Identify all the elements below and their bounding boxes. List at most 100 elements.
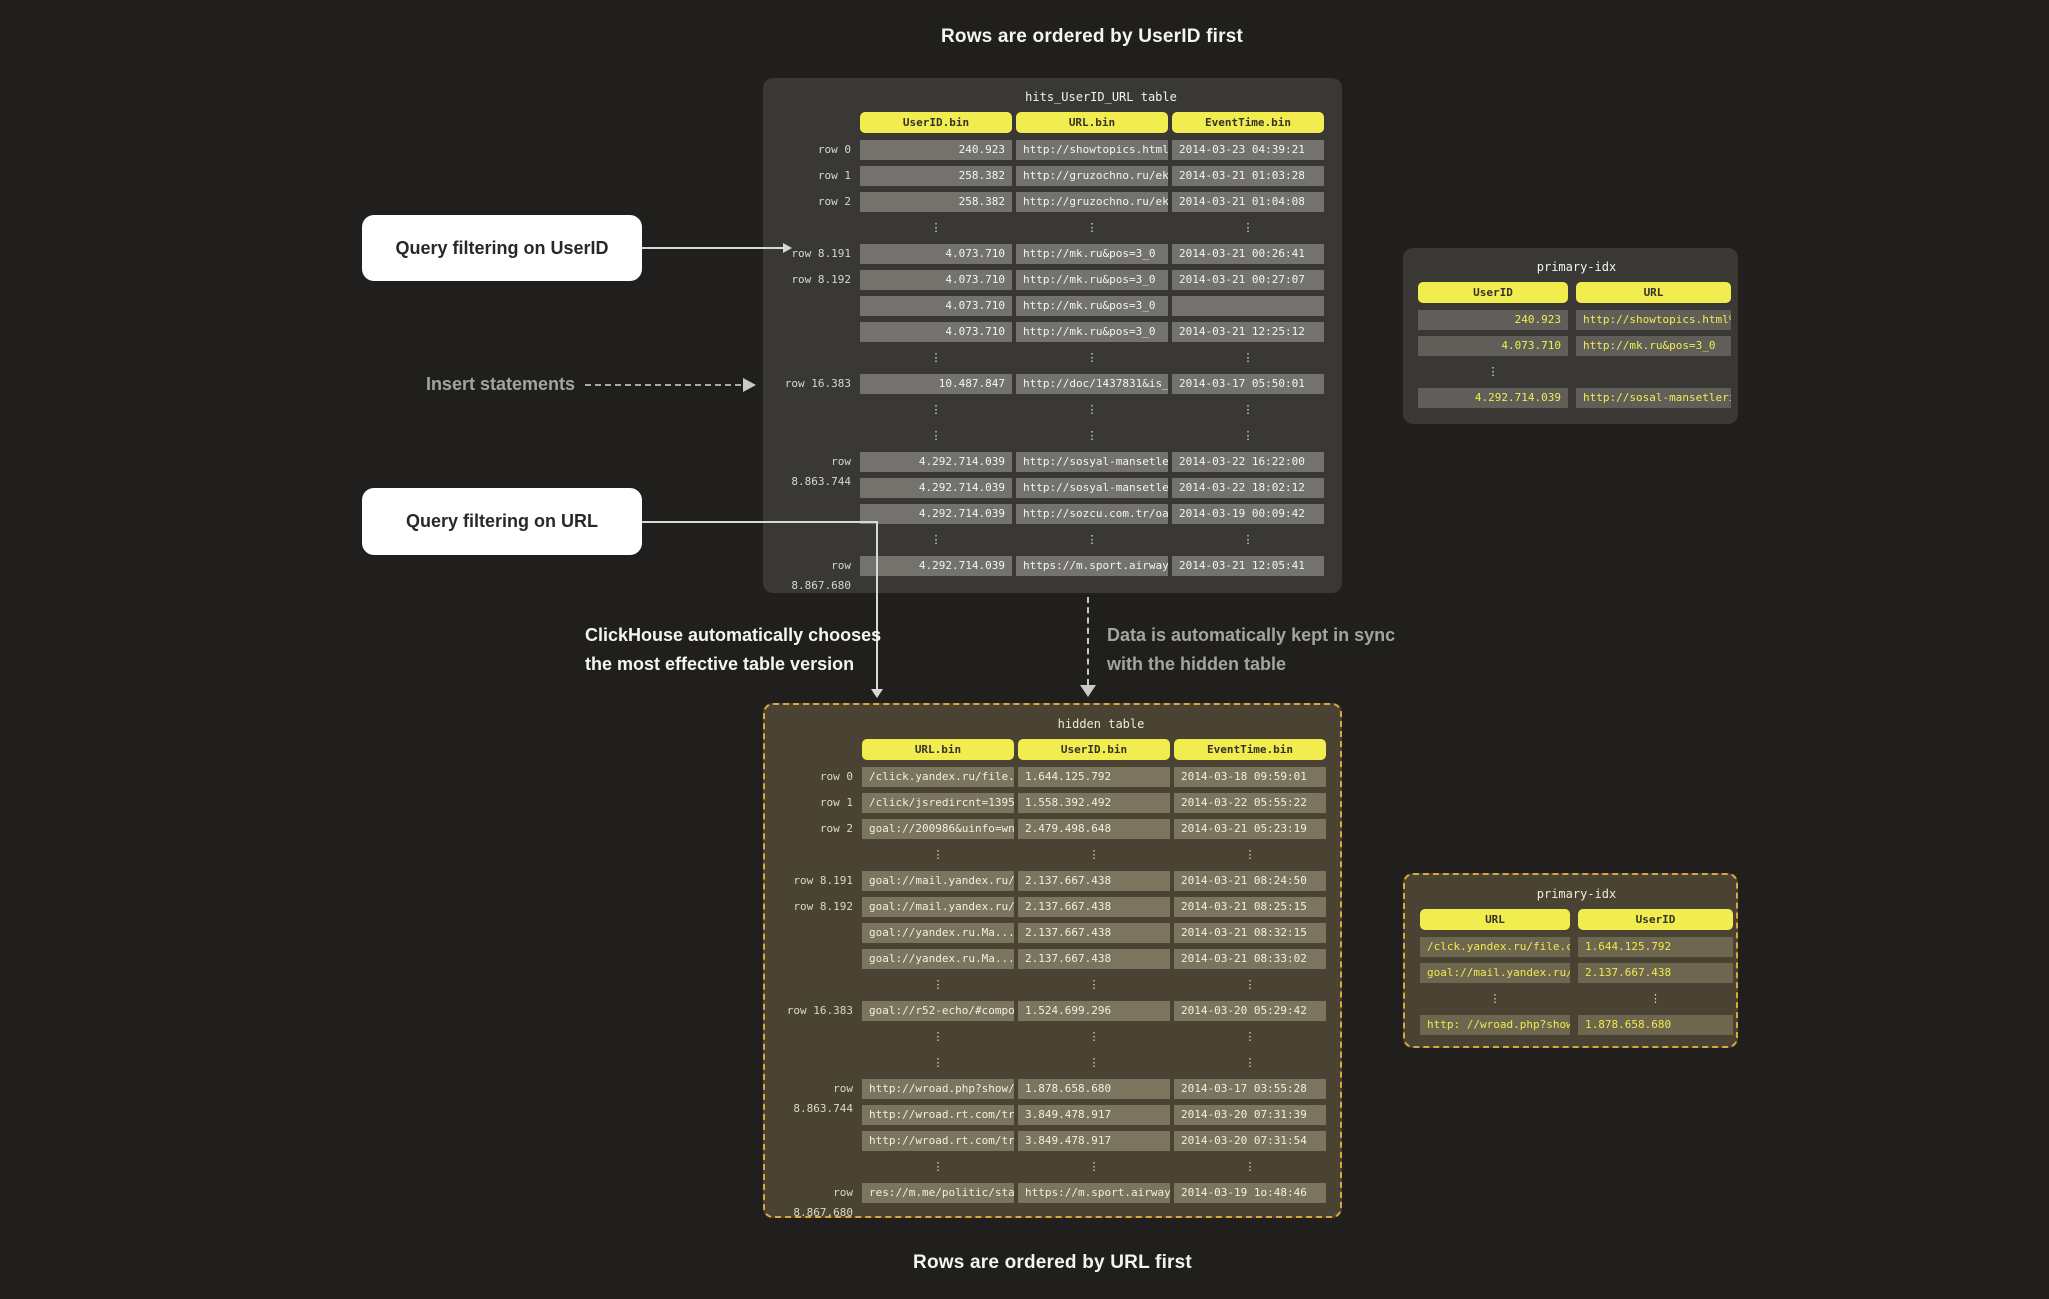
table-cell: 2014-03-20 07:31:39 xyxy=(1174,1105,1326,1125)
table-cell: goal://yandex.ru.Ma... xyxy=(862,949,1014,969)
table-cell: goal://mail.yandex.ru/Ma... xyxy=(862,871,1014,891)
table-row: row 8.192goal://mail.yandex.ru/Ma...2.13… xyxy=(771,897,1340,917)
table-cell: 10.487.847 xyxy=(860,374,1012,394)
row-label: row 16.383 xyxy=(786,1004,853,1017)
ellipsis-row: ⋮⋮⋮ xyxy=(769,218,1342,238)
row-label: row 8.192 xyxy=(791,273,851,286)
table-cell: goal://mail.yandex.ru/Ma... xyxy=(1420,963,1570,983)
table-cell: /clck.yandex.ru/file.com... xyxy=(1420,937,1570,957)
table-cell: 1.878.658.680 xyxy=(1578,1015,1733,1035)
table-cell: 4.073.710 xyxy=(860,244,1012,264)
table-cell: goal://200986&uinfo=wn-1... xyxy=(862,819,1014,839)
table-cell: 2014-03-21 08:33:02 xyxy=(1174,949,1326,969)
table-cell: 2014-03-21 00:27:07 xyxy=(1172,270,1324,290)
row-label: row 8.863.744 xyxy=(791,455,851,488)
table-cell: http://wroad.rt.com/tr/... xyxy=(862,1131,1014,1151)
column-header: EventTime.bin xyxy=(1172,112,1324,133)
ellipsis: ⋮ xyxy=(1489,992,1501,1005)
clickhouse-chooses-line2: the most effective table version xyxy=(585,654,855,674)
ellipsis-row: ⋮⋮⋮ xyxy=(771,1053,1340,1073)
row-label xyxy=(771,1105,862,1125)
row-label xyxy=(769,400,860,420)
row-label: row 8.192 xyxy=(793,900,853,913)
table-cell: 1.524.699.296 xyxy=(1018,1001,1170,1021)
row-label xyxy=(1409,336,1418,356)
query-filtering-url-text: Query filtering on URL xyxy=(405,511,598,531)
table-cell: goal://r52-echo/#compose... xyxy=(862,1001,1014,1021)
table-row: 4.292.714.039http://sosyal-mansetleri...… xyxy=(769,478,1342,498)
column-header: UserID.bin xyxy=(1018,739,1170,760)
row-label: row 8.867.680 xyxy=(793,1186,853,1219)
column-header: UserID xyxy=(1578,909,1733,930)
table-cell: 2014-03-22 18:02:12 xyxy=(1172,478,1324,498)
table-cell: http://showtopics.html%3... xyxy=(1576,310,1731,330)
table-cell: res://m.me/politic/stati... xyxy=(862,1183,1014,1203)
top-title: Rows are ordered by UserID first xyxy=(940,26,1244,47)
table-cell: /click/jsredircnt=1395412... xyxy=(862,793,1014,813)
row-label xyxy=(769,322,860,342)
query-userid-arrowhead-icon xyxy=(783,243,792,253)
row-label: row 2 xyxy=(817,195,851,208)
row-label xyxy=(1411,963,1420,983)
row-label: row 2 xyxy=(819,822,853,835)
table-row: row 0240.923http://showtopics.html%3...2… xyxy=(769,140,1342,160)
table-cell: goal://mail.yandex.ru/Ma... xyxy=(862,897,1014,917)
ellipsis: ⋮ xyxy=(932,1160,944,1173)
row-label xyxy=(769,426,860,446)
table-cell: http://mk.ru&pos=3_0 xyxy=(1016,296,1168,316)
ellipsis: ⋮ xyxy=(1086,429,1098,442)
table-title: primary-idx xyxy=(1536,260,1617,274)
row-label xyxy=(1409,388,1418,408)
table-row: http://wroad.rt.com/tr/...3.849.478.9172… xyxy=(771,1131,1340,1151)
table-cell: http://gruzochno.ru/ekat... xyxy=(1016,166,1168,186)
table-row: row 2goal://200986&uinfo=wn-1...2.479.49… xyxy=(771,819,1340,839)
table-cell: http://mk.ru&pos=3_0 xyxy=(1016,244,1168,264)
ellipsis-row: ⋮⋮⋮ xyxy=(771,975,1340,995)
ellipsis-row: ⋮ xyxy=(1409,362,1738,382)
table-cell: 4.292.714.039 xyxy=(860,556,1012,576)
row-label xyxy=(769,296,860,316)
row-label xyxy=(769,478,860,498)
table-cell: 2.137.667.438 xyxy=(1018,871,1170,891)
table-cell: http://wroad.rt.com/tr/... xyxy=(862,1105,1014,1125)
row-label: row 8.863.744 xyxy=(793,1082,853,1115)
kept-in-sync-line1: Data is automatically kept in sync xyxy=(1107,625,1396,645)
table-cell: 2014-03-21 08:32:15 xyxy=(1174,923,1326,943)
ellipsis: ⋮ xyxy=(1487,365,1499,378)
table-cell: 2014-03-19 00:09:42 xyxy=(1172,504,1324,524)
table-cell: 1.644.125.792 xyxy=(1018,767,1170,787)
ellipsis-row: ⋮⋮⋮ xyxy=(771,1157,1340,1177)
bottom-title: Rows are ordered by URL first xyxy=(913,1252,1192,1273)
row-label: row 1 xyxy=(819,796,853,809)
row-label xyxy=(771,845,862,865)
column-header: UserID xyxy=(1418,282,1568,303)
ellipsis: ⋮ xyxy=(1086,403,1098,416)
row-label xyxy=(771,975,862,995)
table-cell: http://wroad.php?show/7... xyxy=(862,1079,1014,1099)
query-filtering-url-label: Query filtering on URL xyxy=(362,488,642,555)
ellipsis-row: ⋮⋮⋮ xyxy=(769,530,1342,550)
table-cell: 258.382 xyxy=(860,166,1012,186)
row-label xyxy=(1409,362,1418,382)
column-header: URL.bin xyxy=(1016,112,1168,133)
table-cell: 240.923 xyxy=(860,140,1012,160)
table-cell: 2014-03-21 05:23:19 xyxy=(1174,819,1326,839)
table-cell: 1.644.125.792 xyxy=(1578,937,1733,957)
table-cell: 2014-03-18 09:59:01 xyxy=(1174,767,1326,787)
ellipsis: ⋮ xyxy=(1086,351,1098,364)
table-cell: 2014-03-20 07:31:54 xyxy=(1174,1131,1326,1151)
ellipsis: ⋮ xyxy=(932,978,944,991)
ellipsis xyxy=(1576,362,1731,382)
row-label xyxy=(771,1131,862,1151)
ellipsis: ⋮ xyxy=(930,351,942,364)
row-label xyxy=(1411,1015,1420,1035)
row-label xyxy=(1411,937,1420,957)
table-cell: 4.073.710 xyxy=(1418,336,1568,356)
table-row: row 8.863.744http://wroad.php?show/7...1… xyxy=(771,1079,1340,1115)
